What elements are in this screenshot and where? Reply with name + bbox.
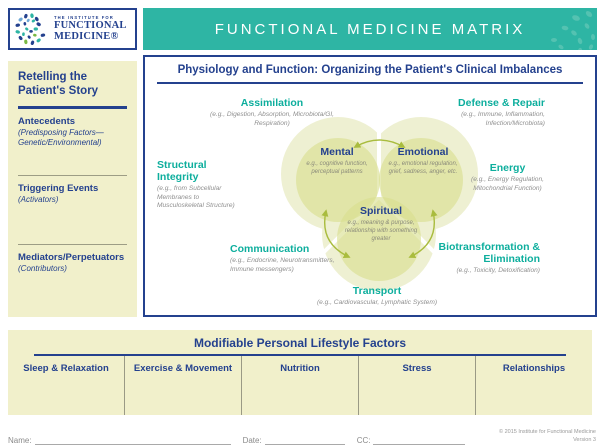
- transport-label: Transport: [352, 285, 402, 297]
- mental-label: Mental: [320, 146, 354, 158]
- communication-label: Communication: [230, 243, 310, 255]
- footer: Name: Date: CC: © 2015 Institute for Fun…: [8, 429, 596, 445]
- logo-line-2: FUNCTIONAL: [54, 20, 127, 32]
- logo-line-3: MEDICINE®: [54, 30, 119, 42]
- cc-label: CC:: [356, 435, 371, 445]
- biotransformation-label: Biotransformation & Elimination: [438, 241, 540, 266]
- dot-swirl-decoration: [551, 11, 596, 50]
- panel-rule: [157, 82, 583, 84]
- core-emotional: Emotional e.g., emotional regulation, gr…: [383, 146, 463, 176]
- spiritual-sub: e.g., meaning & purpose, relationship wi…: [344, 219, 418, 242]
- mental-sub: e.g., cognitive function, perceptual pat…: [306, 160, 368, 175]
- antecedents-sub: (Predisposing Factors— Genetic/Environme…: [18, 127, 104, 147]
- page-title: FUNCTIONAL MEDICINE MATRIX: [214, 20, 526, 38]
- copyright-line-1: © 2015 Institute for Functional Medicine: [499, 429, 596, 435]
- header-bar: FUNCTIONAL MEDICINE MATRIX: [143, 8, 597, 50]
- physiology-function-panel: Physiology and Function: Organizing the …: [143, 55, 597, 317]
- core-spiritual: Spiritual e.g., meaning & purpose, relat…: [341, 205, 421, 243]
- column-stress: Stress: [358, 356, 475, 415]
- category-communication: Communication (e.g., Endocrine, Neurotra…: [230, 243, 360, 274]
- ifm-logo: THE INSTITUTE FOR FUNCTIONAL MEDICINE®: [8, 8, 137, 50]
- defense-repair-label: Defense & Repair: [458, 97, 545, 109]
- biotransformation-sub: (e.g., Toxicity, Detoxification): [456, 267, 540, 275]
- energy-sub: (e.g., Energy Regulation, Mitochondrial …: [471, 176, 544, 192]
- category-structural-integrity: Structural Integrity (e.g., from Subcell…: [157, 159, 247, 211]
- category-transport: Transport (e.g., Cardiovascular, Lymphat…: [292, 285, 462, 308]
- ifm-logo-text: THE INSTITUTE FOR FUNCTIONAL MEDICINE®: [54, 14, 127, 43]
- lifestyle-factors-panel: Modifiable Personal Lifestyle Factors Sl…: [8, 330, 592, 415]
- structural-integrity-sub: (e.g., from Subcellular Membranes to Mus…: [157, 185, 235, 210]
- column-relationships: Relationships: [475, 356, 592, 415]
- assimilation-sub: (e.g., Digestion, Absorption, Microbiota…: [210, 111, 334, 127]
- date-label: Date:: [242, 435, 262, 445]
- sidebar-section-mediators: Mediators/Perpetuators (Contributors): [18, 243, 127, 274]
- retelling-story-sidebar: Retelling the Patient's Story Antecedent…: [8, 61, 137, 317]
- core-mental: Mental e.g., cognitive function, percept…: [299, 146, 375, 176]
- emotional-label: Emotional: [397, 146, 449, 158]
- cc-field[interactable]: [373, 435, 466, 445]
- lifestyle-rule: [34, 354, 566, 356]
- sidebar-title: Retelling the Patient's Story: [18, 71, 99, 98]
- category-defense-repair: Defense & Repair (e.g., Immune, Inflamma…: [410, 97, 545, 128]
- lifestyle-columns: Sleep & Relaxation Exercise & Movement N…: [8, 356, 592, 415]
- name-label: Name:: [8, 435, 32, 445]
- transport-sub: (e.g., Cardiovascular, Lymphatic System): [316, 299, 438, 307]
- emotional-sub: e.g., emotional regulation, grief, sadne…: [388, 160, 458, 175]
- triggering-events-label: Triggering Events: [18, 182, 99, 194]
- name-field[interactable]: [34, 435, 231, 445]
- spiritual-label: Spiritual: [359, 205, 402, 217]
- mental-emotional-spiritual-venn: [281, 114, 478, 291]
- mediators-sub: (Contributors): [18, 263, 67, 273]
- panel-title: Physiology and Function: Organizing the …: [177, 64, 563, 76]
- defense-repair-sub: (e.g., Immune, Inflammation, Infection/M…: [461, 111, 545, 127]
- date-field[interactable]: [264, 435, 345, 445]
- structural-integrity-label: Structural Integrity: [157, 159, 207, 184]
- column-sleep-relaxation: Sleep & Relaxation: [23, 363, 109, 374]
- copyright-line-2: Version 3: [573, 436, 596, 443]
- column-exercise-movement: Exercise & Movement: [124, 356, 241, 415]
- energy-label: Energy: [489, 162, 526, 174]
- category-assimilation: Assimilation (e.g., Digestion, Absorptio…: [207, 97, 337, 128]
- logo-line-1: THE INSTITUTE FOR: [54, 14, 114, 20]
- category-energy: Energy (e.g., Energy Regulation, Mitocho…: [460, 162, 555, 193]
- sidebar-section-antecedents: Antecedents (Predisposing Factors— Genet…: [18, 109, 127, 175]
- copyright: © 2015 Institute for Functional Medicine…: [499, 429, 596, 445]
- mediators-label: Mediators/Perpetuators: [18, 251, 125, 263]
- category-biotransformation-elimination: Biotransformation & Elimination (e.g., T…: [405, 241, 540, 276]
- sidebar-rule: [18, 105, 127, 109]
- lifestyle-title: Modifiable Personal Lifestyle Factors: [193, 336, 407, 350]
- antecedents-label: Antecedents: [18, 115, 76, 127]
- communication-sub: (e.g., Endocrine, Neurotransmitters, Imm…: [230, 257, 335, 273]
- sidebar-section-triggering-events: Triggering Events (Activators): [18, 174, 127, 244]
- column-nutrition: Nutrition: [241, 356, 358, 415]
- triggering-events-sub: (Activators): [18, 194, 59, 204]
- assimilation-label: Assimilation: [240, 97, 304, 109]
- ifm-spiral-icon: [15, 13, 46, 45]
